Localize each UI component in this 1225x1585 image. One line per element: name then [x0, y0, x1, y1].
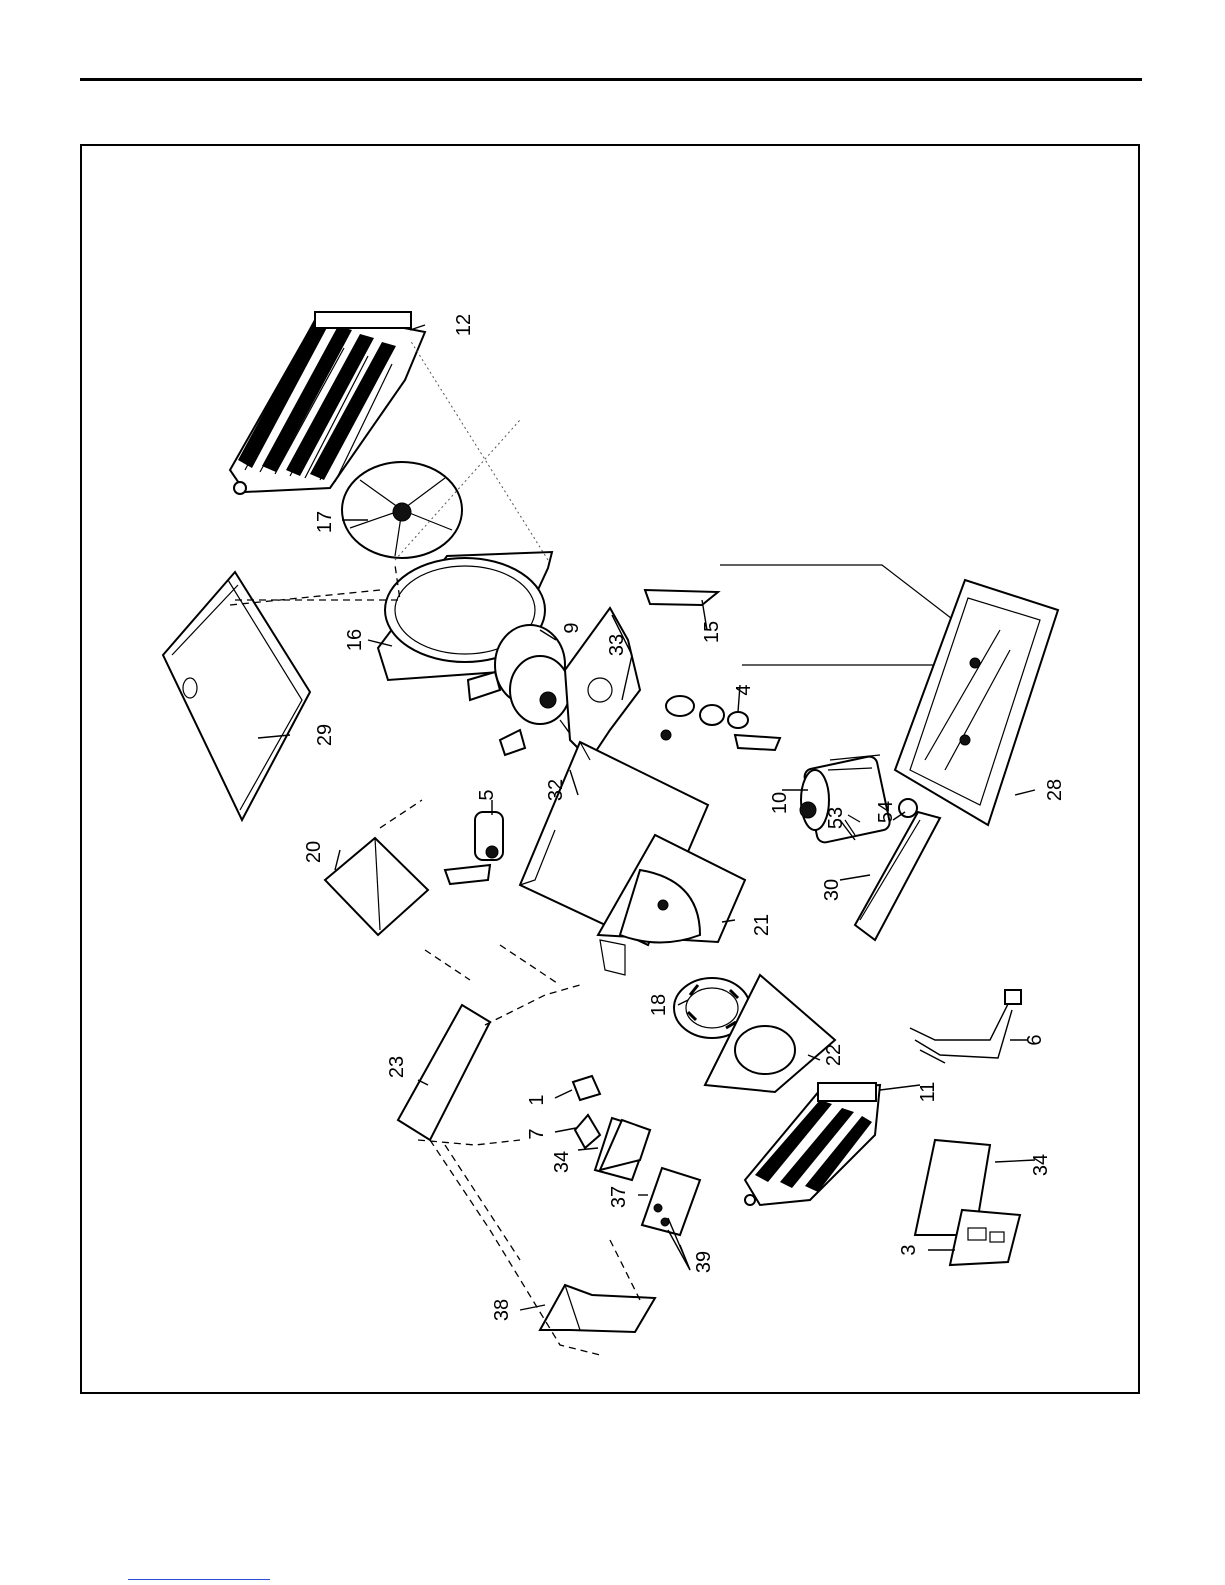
callout-10: 10	[769, 792, 791, 814]
base-pan	[895, 580, 1058, 825]
callout-54: 54	[875, 801, 897, 823]
power-cord	[910, 990, 1021, 1063]
side-panel	[398, 1005, 490, 1140]
callout-7: 7	[526, 1128, 548, 1139]
callout-32: 32	[545, 779, 567, 801]
run-capacitor	[445, 812, 503, 884]
callout-29: 29	[314, 724, 336, 746]
callout-37: 37	[608, 1186, 630, 1208]
compressor	[800, 755, 891, 844]
control-box-cover	[325, 838, 428, 935]
callout-9: 9	[561, 622, 583, 633]
callout-53: 53	[825, 807, 847, 829]
callout-38: 38	[491, 1299, 513, 1321]
callout-34-lower: 34	[1030, 1154, 1052, 1176]
control-panel	[915, 1140, 1020, 1265]
callout-18: 18	[648, 994, 670, 1016]
top-cover	[163, 572, 310, 820]
callout-15: 15	[701, 621, 723, 643]
condenser-fan-blade	[342, 462, 462, 558]
callout-16: 16	[344, 629, 366, 651]
callout-23: 23	[386, 1056, 408, 1078]
refrigerant-fittings	[661, 696, 780, 750]
selector-switch-and-thermostat	[573, 1076, 650, 1180]
callout-5: 5	[476, 789, 498, 800]
callout-30: 30	[821, 879, 843, 901]
callout-6: 6	[1024, 1034, 1046, 1045]
callout-20: 20	[303, 841, 325, 863]
drain-bracket	[645, 590, 718, 605]
callout-12: 12	[453, 314, 475, 336]
callout-1: 1	[526, 1094, 548, 1105]
callout-28: 28	[1044, 779, 1066, 801]
front-grille-bracket	[540, 1285, 655, 1332]
callout-4: 4	[733, 684, 755, 695]
callout-3: 3	[898, 1244, 920, 1255]
callout-39: 39	[693, 1251, 715, 1273]
callout-21: 21	[751, 914, 773, 936]
evaporator-coil	[745, 1083, 880, 1205]
callout-22: 22	[823, 1044, 845, 1066]
callout-33: 33	[606, 634, 628, 656]
callout-11: 11	[917, 1082, 939, 1103]
callout-34-upper: 34	[551, 1151, 573, 1173]
callout-17: 17	[314, 511, 336, 533]
